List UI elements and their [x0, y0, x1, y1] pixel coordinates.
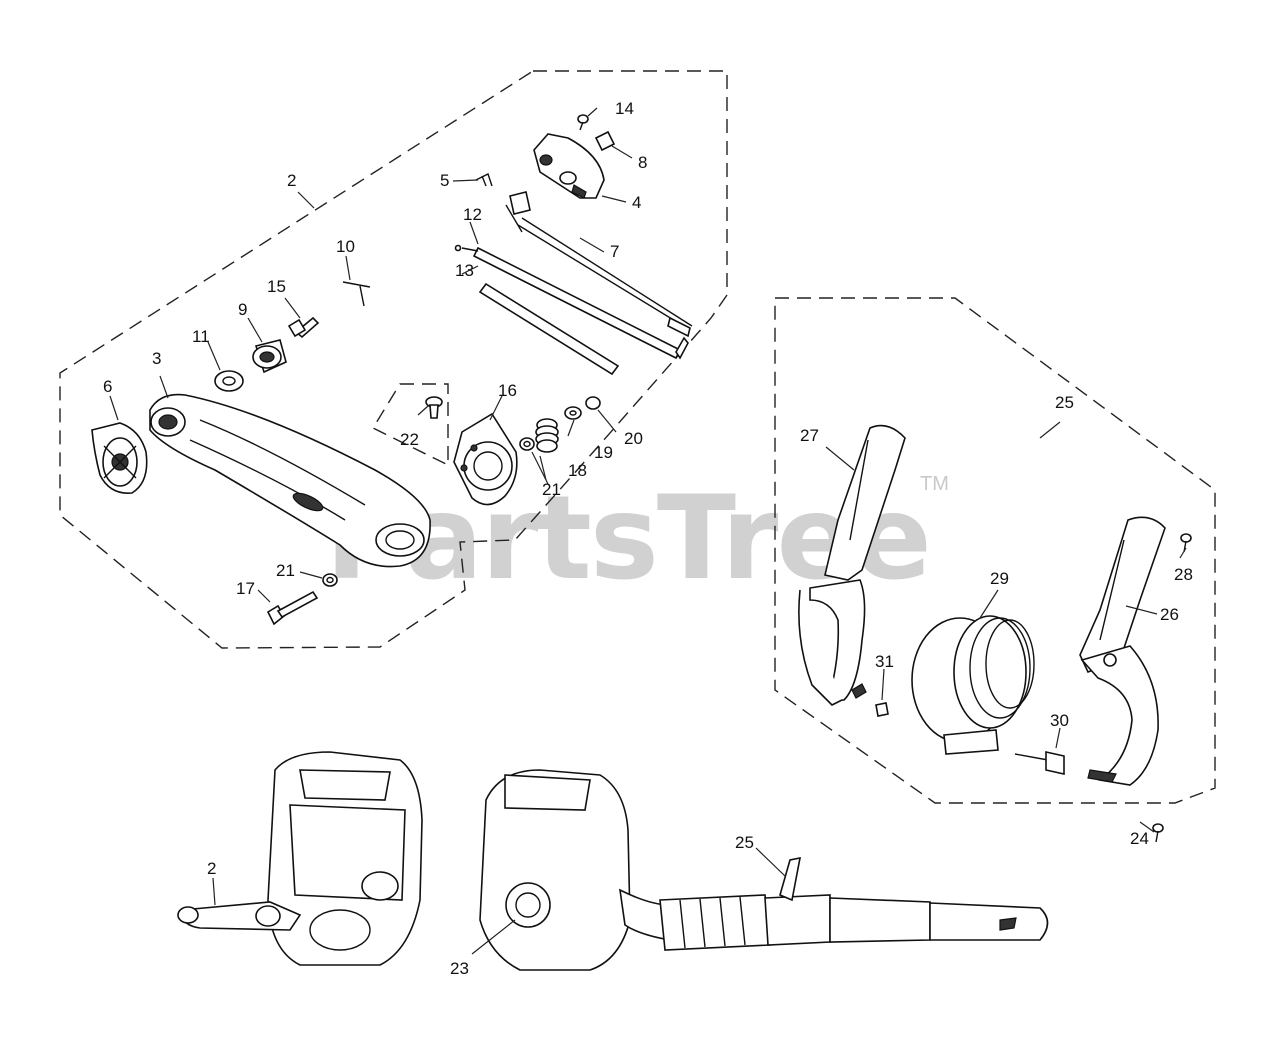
callout-23: 23: [450, 959, 469, 978]
callout-11: 11: [192, 327, 210, 346]
part-24-screw: [1152, 823, 1164, 843]
callout-7: 7: [610, 242, 619, 261]
part-9-bushing: [252, 339, 287, 374]
part-28-screw: [1180, 533, 1192, 553]
callout-28: 28: [1174, 565, 1193, 584]
callout-17: 17: [236, 579, 255, 598]
part-6-end-cap: [91, 422, 148, 494]
part-12-rod: [454, 244, 689, 360]
callout-25-bottom: 25: [735, 833, 754, 852]
blower-assembly-rear-view: [177, 751, 423, 966]
part-22-screw: [425, 396, 443, 419]
callout-12: 12: [463, 205, 482, 224]
callout-2-top: 2: [287, 171, 296, 190]
callout-20: 20: [624, 429, 643, 448]
part-7-cable: [505, 191, 693, 338]
part-3-lever-arm: [149, 393, 431, 568]
part-21-washer-upper: [519, 437, 535, 451]
callout-22: 22: [400, 430, 419, 449]
part-29-clamp-ring: [911, 615, 1035, 755]
callout-26: 26: [1160, 605, 1179, 624]
part-21-washer-lower: [322, 573, 338, 587]
leader-lines: [109, 107, 1187, 955]
part-16-housing: [453, 412, 518, 506]
part-15-screw: [287, 316, 320, 339]
callout-9: 9: [238, 300, 247, 319]
callout-3: 3: [152, 349, 161, 368]
part-14-screw: [577, 114, 589, 131]
part-17-bolt: [266, 590, 319, 626]
part-4-switch-housing: [533, 133, 605, 199]
part-18-spring: [535, 418, 559, 453]
part-26-handle-half-right: [1079, 516, 1166, 786]
part-31-nut: [875, 702, 889, 717]
callout-31: 31: [875, 652, 894, 671]
part-19-washer: [564, 406, 582, 420]
callout-10: 10: [336, 237, 355, 256]
callout-2-bottom: 2: [207, 859, 216, 878]
callout-30: 30: [1050, 711, 1069, 730]
watermark-tm: TM: [920, 473, 949, 495]
group-2-outline: [59, 70, 728, 649]
callout-6: 6: [103, 377, 112, 396]
blower-assembly-side-view: [479, 769, 1049, 971]
callout-24: 24: [1130, 829, 1149, 848]
callout-21-lower: 21: [276, 561, 295, 580]
part-30-clamp-screw: [1014, 751, 1065, 775]
callout-25-group: 25: [1055, 393, 1074, 412]
callout-27: 27: [800, 426, 819, 445]
group-25-outline: [774, 297, 1216, 804]
callout-13: 13: [455, 261, 474, 280]
callout-5: 5: [440, 171, 449, 190]
callout-19: 19: [594, 443, 613, 462]
callout-16: 16: [498, 381, 517, 400]
callout-14: 14: [615, 99, 634, 118]
part-8-knob: [594, 130, 616, 152]
part-5-clip: [475, 173, 493, 187]
part-20-nut: [585, 396, 601, 410]
part-27-handle-half-left: [798, 424, 906, 706]
callout-labels: 2 3 4 5 6 7 8 9 10 11 12 13 14 15 16 17 …: [103, 99, 1193, 978]
callout-21-upper: 21: [542, 480, 561, 499]
callout-15: 15: [267, 277, 286, 296]
callout-4: 4: [632, 193, 641, 212]
callout-8: 8: [638, 153, 647, 172]
part-10-pin: [342, 281, 371, 307]
callout-18: 18: [568, 461, 587, 480]
subkit-22-outline: [372, 383, 449, 467]
callout-29: 29: [990, 569, 1009, 588]
part-13-tube: [478, 282, 620, 376]
part-11-washer: [214, 370, 244, 392]
